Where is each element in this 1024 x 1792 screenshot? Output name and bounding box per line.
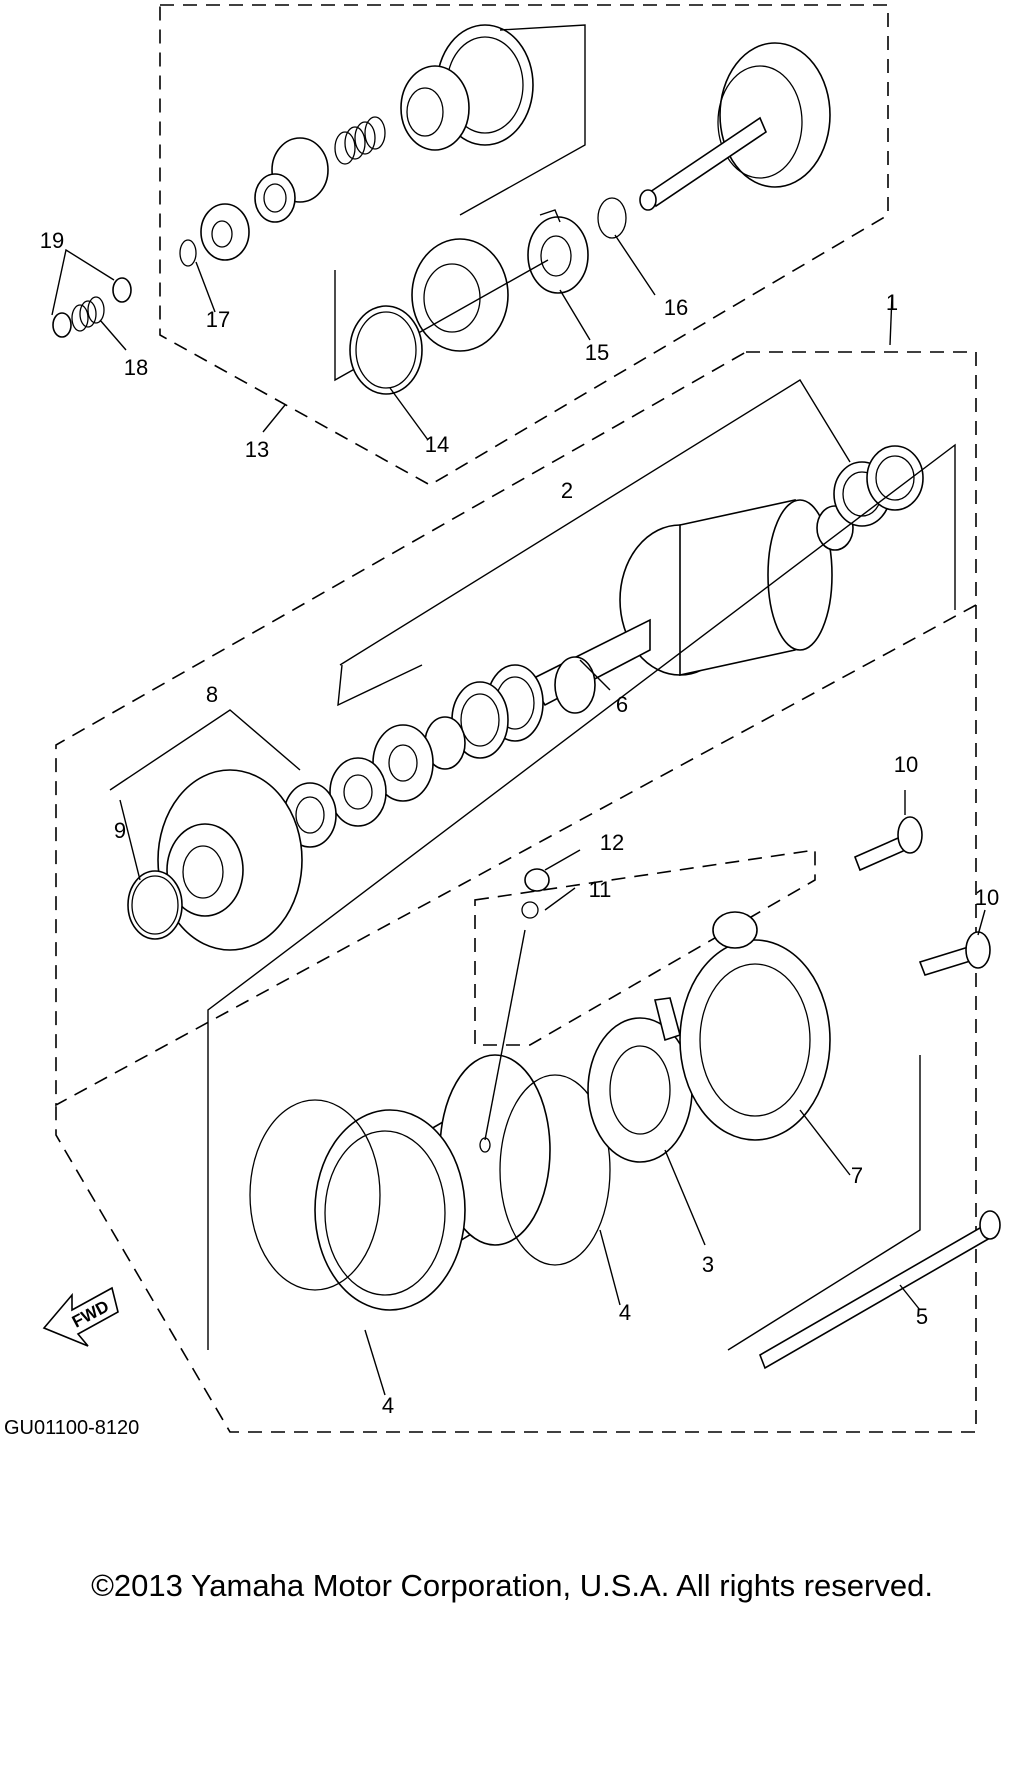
rear-cover-part xyxy=(679,911,831,1141)
o-ring-9-part xyxy=(127,870,183,940)
callout-1: 1 xyxy=(886,290,898,315)
callout-4-lower: 4 xyxy=(382,1393,394,1418)
collar-part xyxy=(200,203,250,261)
through-bolt-5-part xyxy=(759,1210,1001,1370)
group-13-boundary xyxy=(159,4,889,486)
callout-11: 11 xyxy=(589,877,612,902)
callout-17: 17 xyxy=(206,307,230,332)
callout-6: 6 xyxy=(616,692,628,717)
callout-16: 16 xyxy=(664,295,688,320)
nut-washer-11-12-part xyxy=(521,868,550,919)
callout-4-upper: 4 xyxy=(619,1300,631,1325)
callout-13: 13 xyxy=(245,437,269,462)
callout-14: 14 xyxy=(425,432,449,457)
o-ring-4-part xyxy=(249,1074,611,1291)
spring-part xyxy=(334,116,386,165)
front-cover-part xyxy=(157,769,303,951)
callout-9: 9 xyxy=(114,818,126,843)
callout-18: 18 xyxy=(124,355,148,380)
callout-19: 19 xyxy=(40,228,64,253)
yoke-part xyxy=(314,1054,551,1311)
copyright-notice: ©2013 Yamaha Motor Corporation, U.S.A. A… xyxy=(91,1568,933,1603)
callout-15: 15 xyxy=(585,340,609,365)
pinion-sleeve-part xyxy=(254,137,329,223)
clip-plate-15-part xyxy=(527,209,589,294)
fwd-arrow-icon: FWD xyxy=(42,1286,119,1347)
washer-14-part xyxy=(349,305,423,395)
armature-part xyxy=(528,499,854,714)
circlip-16-part xyxy=(597,197,627,239)
brush-holder-part xyxy=(587,997,693,1163)
callout-10-upper: 10 xyxy=(894,752,918,777)
group-1-boundary xyxy=(55,351,977,1433)
internal-gear-part xyxy=(334,238,549,382)
callout-12: 12 xyxy=(600,830,624,855)
callout-10-lower: 10 xyxy=(975,885,999,910)
washer-set-part xyxy=(372,445,924,802)
spring-18-19-part xyxy=(52,277,132,338)
callout-5: 5 xyxy=(916,1304,928,1329)
callout-7: 7 xyxy=(851,1163,863,1188)
clutch-gear-part xyxy=(400,24,586,216)
bolt-10-part xyxy=(853,816,991,976)
planet-carrier-shaft-part xyxy=(639,42,831,211)
group-11-12-boundary xyxy=(474,849,816,1046)
callout-3: 3 xyxy=(702,1252,714,1277)
callout-2: 2 xyxy=(561,478,573,503)
drawing-code: GU01100-8120 xyxy=(4,1417,139,1439)
circlip-17-part xyxy=(179,239,197,267)
leader-lines xyxy=(51,234,986,1396)
callout-8: 8 xyxy=(206,682,218,707)
callouts: 1 2 3 4 4 5 6 7 8 9 10 10 11 12 13 14 15… xyxy=(40,228,999,1418)
